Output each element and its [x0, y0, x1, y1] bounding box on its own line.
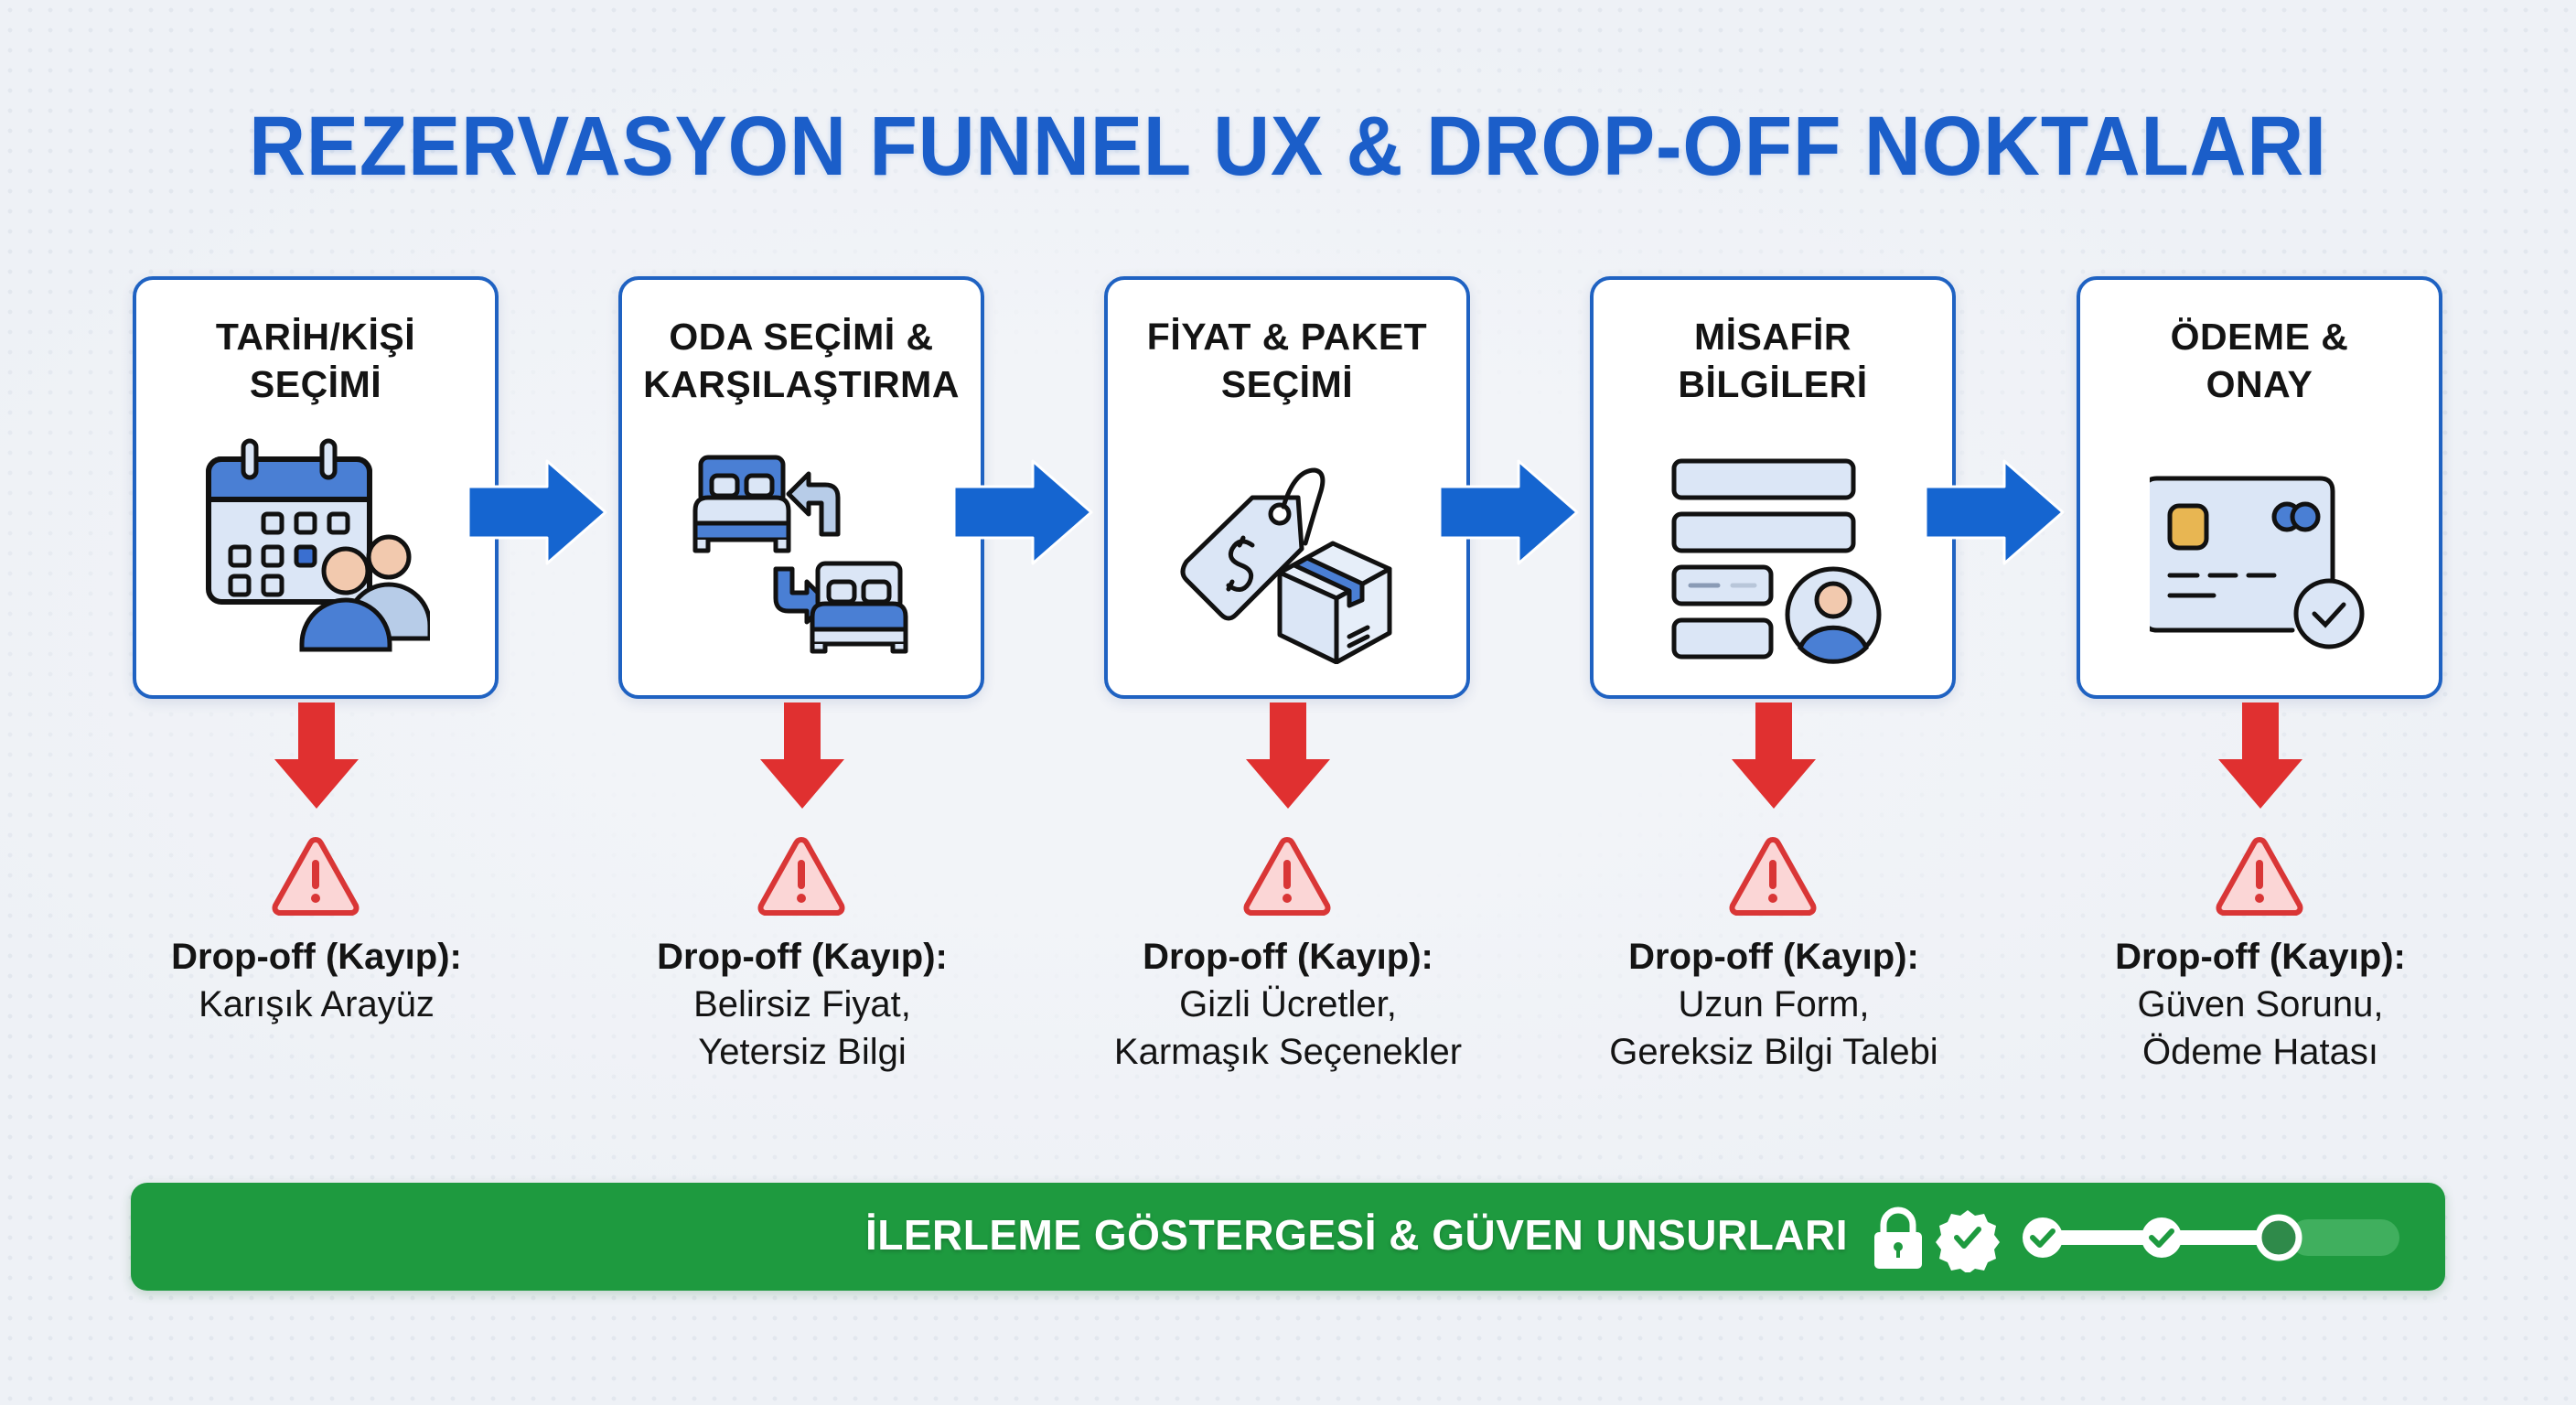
step-title: MİSAFİR BİLGİLERİ	[1678, 316, 1868, 405]
warning-icon	[1729, 834, 1817, 921]
flow-arrow-right	[950, 457, 1097, 572]
warning-icon	[2216, 834, 2303, 921]
step-card-payment-confirm: ÖDEME & ONAY	[2077, 276, 2442, 699]
drop-off-label: Drop-off (Kayıp):	[657, 937, 948, 977]
drop-off-reason: Drop-off (Kayıp): Güven Sorunu, Ödeme Ha…	[2023, 933, 2498, 1076]
page-title: REZERVASYON FUNNEL UX & DROP-OFF NOKTALA…	[249, 100, 2327, 193]
drop-off-label: Drop-off (Kayıp):	[2115, 937, 2406, 977]
drop-off-arrow	[1244, 702, 1332, 817]
step-card-guest-info: MİSAFİR BİLGİLERİ	[1590, 276, 1956, 699]
flow-arrow-right	[465, 457, 611, 572]
drop-off-reason: Drop-off (Kayıp): Belirsiz Fiyat, Yeters…	[564, 933, 1040, 1076]
step-title: ÖDEME & ONAY	[2170, 316, 2349, 405]
beds-compare-icon	[692, 454, 911, 660]
trust-banner-label: İLERLEME GÖSTERGESİ & GÜVEN UNSURLARI	[864, 1211, 1849, 1259]
guest-form-icon	[1663, 456, 1883, 670]
drop-off-reason: Drop-off (Kayıp): Gizli Ücretler, Karmaş…	[1050, 933, 1526, 1076]
step-title: FİYAT & PAKET SEÇİMİ	[1146, 316, 1428, 405]
step-card-room-selection: ODA SEÇİMİ & KARŞILAŞTIRMA	[618, 276, 984, 699]
step-title: TARİH/KİŞİ SEÇİMİ	[215, 316, 416, 405]
drop-off-arrow	[1730, 702, 1818, 817]
drop-off-arrow	[758, 702, 846, 817]
warning-icon	[757, 834, 845, 921]
lock-icon	[1874, 1207, 1922, 1269]
drop-off-label: Drop-off (Kayıp):	[171, 937, 462, 977]
drop-off-reason: Drop-off (Kayıp): Uzun Form, Gereksiz Bi…	[1536, 933, 2012, 1076]
price-tag-package-icon	[1177, 454, 1397, 669]
step-card-date-guests: TARİH/KİŞİ SEÇİMİ	[133, 276, 499, 699]
flow-arrow-right	[1436, 457, 1583, 572]
step-title: ODA SEÇİMİ & KARŞILAŞTIRMA	[643, 316, 960, 405]
trust-progress-indicators	[1869, 1203, 2436, 1277]
verified-badge-icon	[1936, 1210, 2000, 1274]
flow-arrow-right	[1922, 457, 2068, 572]
warning-icon	[1243, 834, 1331, 921]
drop-off-reason: Drop-off (Kayıp): Karışık Arayüz	[79, 933, 554, 1028]
progress-trust-banner: İLERLEME GÖSTERGESİ & GÜVEN UNSURLARI	[131, 1183, 2445, 1291]
step-card-price-package: FİYAT & PAKET SEÇİMİ	[1104, 276, 1470, 699]
warning-icon	[272, 834, 360, 921]
drop-off-label: Drop-off (Kayıp):	[1143, 937, 1433, 977]
drop-off-arrow	[273, 702, 360, 817]
credit-card-check-icon	[2141, 467, 2369, 655]
drop-off-label: Drop-off (Kayıp):	[1628, 937, 1919, 977]
calendar-people-icon	[201, 434, 433, 658]
drop-off-arrow	[2216, 702, 2304, 817]
